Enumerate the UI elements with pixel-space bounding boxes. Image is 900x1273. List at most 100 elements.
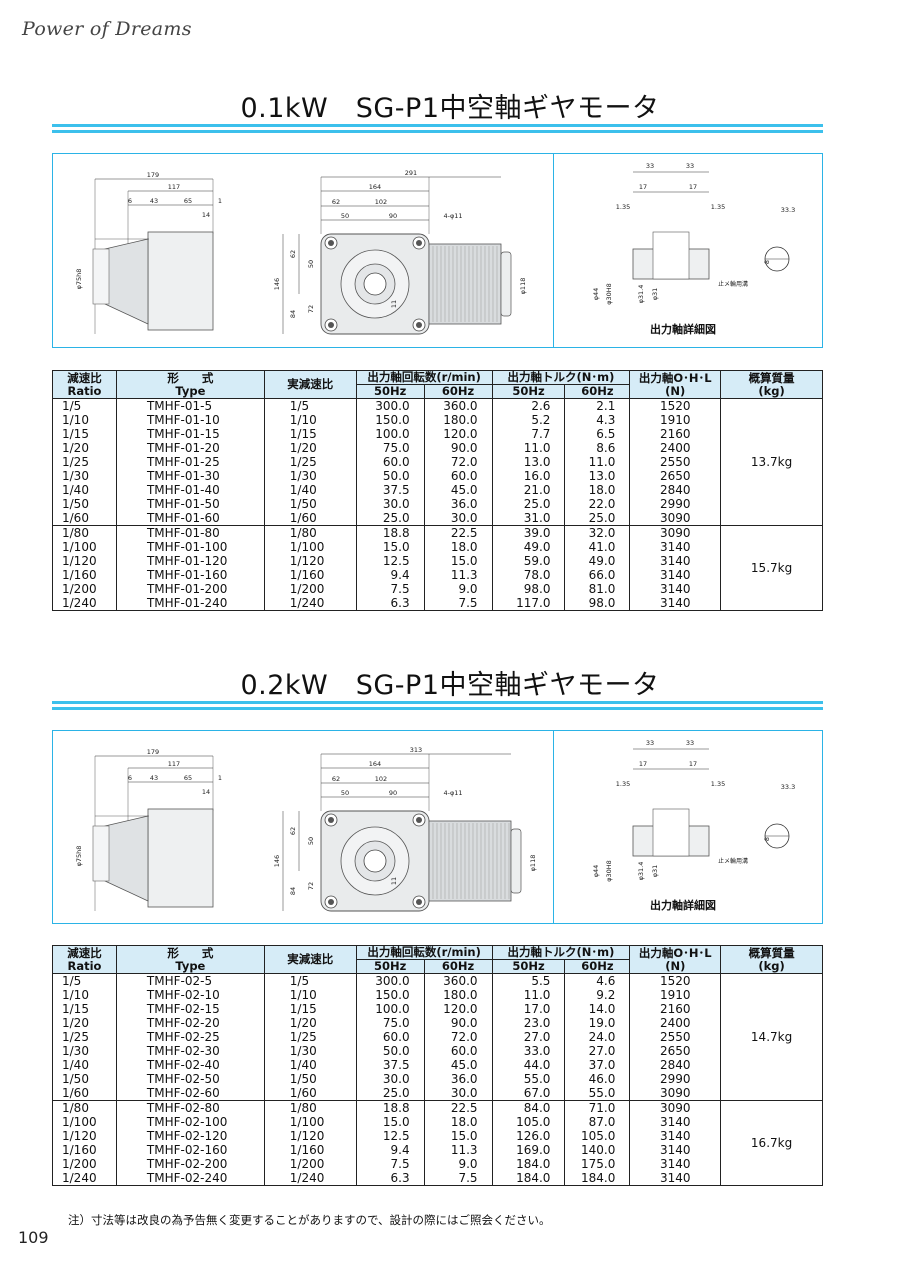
table-cell: 50.0 — [355, 469, 425, 483]
table-cell: 1/25 — [263, 1030, 357, 1044]
header-60hz: 60Hz — [564, 959, 631, 974]
table-cell: 1/240 — [52, 1171, 117, 1186]
table-cell: 5.2 — [491, 413, 566, 427]
table-cell: 1/40 — [52, 483, 117, 497]
table-cell: 36.0 — [423, 497, 493, 511]
table-cell: TMHF-01-200 — [115, 582, 265, 596]
table-cell: 3140 — [629, 568, 722, 582]
table-cell: 2160 — [629, 427, 722, 441]
dimension-label: 33.3 — [781, 783, 795, 791]
table-cell: 1/15 — [263, 427, 357, 441]
table-cell: TMHF-02-240 — [115, 1171, 265, 1186]
table-cell: 2400 — [629, 1016, 722, 1030]
table-cell: 3140 — [629, 582, 722, 596]
table-cell: 23.0 — [491, 1016, 566, 1030]
table-cell: 360.0 — [423, 398, 493, 413]
dimension-label: 65 — [184, 774, 192, 782]
table-cell: 3140 — [629, 1143, 722, 1157]
header-50hz: 50Hz — [491, 384, 566, 399]
table-cell: 30.0 — [423, 511, 493, 526]
dimension-label: 62 — [289, 827, 297, 835]
header-speed: 出力軸回転数(r/min) — [355, 945, 493, 960]
table-cell: 1/40 — [263, 1058, 357, 1072]
table-cell: 71.0 — [564, 1100, 631, 1115]
dimension-label: φ31 — [651, 288, 659, 301]
dimension-label: 4-φ11 — [443, 789, 462, 797]
table-cell: 22.5 — [423, 525, 493, 540]
table-cell: 3090 — [629, 1086, 722, 1101]
dimension-label: 146 — [273, 855, 281, 867]
dimension-label: 117 — [168, 760, 180, 768]
table-cell: 2160 — [629, 1002, 722, 1016]
dimension-label: 33 — [686, 162, 694, 170]
table-cell: 1/30 — [263, 469, 357, 483]
dimension-label: 14 — [202, 211, 210, 219]
table-cell: 105.0 — [564, 1129, 631, 1143]
table-cell: 140.0 — [564, 1143, 631, 1157]
table-cell: 105.0 — [491, 1115, 566, 1129]
dimension-label: 33 — [646, 739, 654, 747]
table-cell: 37.5 — [355, 483, 425, 497]
table-cell: 1/25 — [263, 455, 357, 469]
table-cell: 13.0 — [491, 455, 566, 469]
table-cell: 2840 — [629, 483, 722, 497]
table-cell: 5.5 — [491, 973, 566, 988]
header-speed: 出力軸回転数(r/min) — [355, 370, 493, 385]
table-cell: 30.0 — [355, 1072, 425, 1086]
table-cell: TMHF-02-160 — [115, 1143, 265, 1157]
dimension-label: 8 — [763, 260, 771, 264]
table-cell: 3090 — [629, 525, 722, 540]
table-cell: 2550 — [629, 1030, 722, 1044]
table-cell: 300.0 — [355, 398, 425, 413]
table-cell: 1/10 — [263, 413, 357, 427]
table-cell: 1/5 — [52, 398, 117, 413]
table-cell: TMHF-01-20 — [115, 441, 265, 455]
table-cell: 1/10 — [52, 413, 117, 427]
table-cell: 1/50 — [52, 1072, 117, 1086]
table-cell: 1/20 — [263, 1016, 357, 1030]
dimension-label: 50 — [341, 789, 349, 797]
table-cell: 2990 — [629, 1072, 722, 1086]
header-50hz: 50Hz — [355, 384, 425, 399]
dimension-label: 17 — [639, 183, 647, 191]
table-cell: 11.0 — [491, 988, 566, 1002]
dimension-label: 止メ輪用溝 — [718, 857, 748, 865]
dimension-label: 14 — [202, 788, 210, 796]
table-cell: TMHF-01-100 — [115, 540, 265, 554]
dimension-label: 72 — [307, 305, 315, 313]
table-cell: 300.0 — [355, 973, 425, 988]
table-cell: 1/15 — [52, 427, 117, 441]
table-cell: 7.7 — [491, 427, 566, 441]
dimension-label: φ44 — [592, 288, 600, 301]
table-cell: 3140 — [629, 554, 722, 568]
table-cell: 1/100 — [263, 1115, 357, 1129]
dimension-label: 33 — [646, 162, 654, 170]
table-cell: TMHF-01-15 — [115, 427, 265, 441]
table-cell: 59.0 — [491, 554, 566, 568]
table-cell: 1/5 — [263, 973, 357, 988]
table-cell: 1/240 — [263, 1171, 357, 1186]
table-cell: 37.0 — [564, 1058, 631, 1072]
mass-cell: 15.7kg — [720, 525, 823, 611]
dimension-label: φ118 — [529, 855, 537, 872]
table-cell: TMHF-01-30 — [115, 469, 265, 483]
header-ohl: 出力軸O･H･L(N) — [629, 945, 722, 974]
table-cell: 24.0 — [564, 1030, 631, 1044]
dimension-label: φ30H8 — [605, 283, 613, 305]
table-cell: 360.0 — [423, 973, 493, 988]
dimension-label: 33 — [686, 739, 694, 747]
table-cell: 27.0 — [491, 1030, 566, 1044]
dimension-label: φ75h8 — [75, 269, 83, 290]
table-cell: 7.5 — [355, 582, 425, 596]
